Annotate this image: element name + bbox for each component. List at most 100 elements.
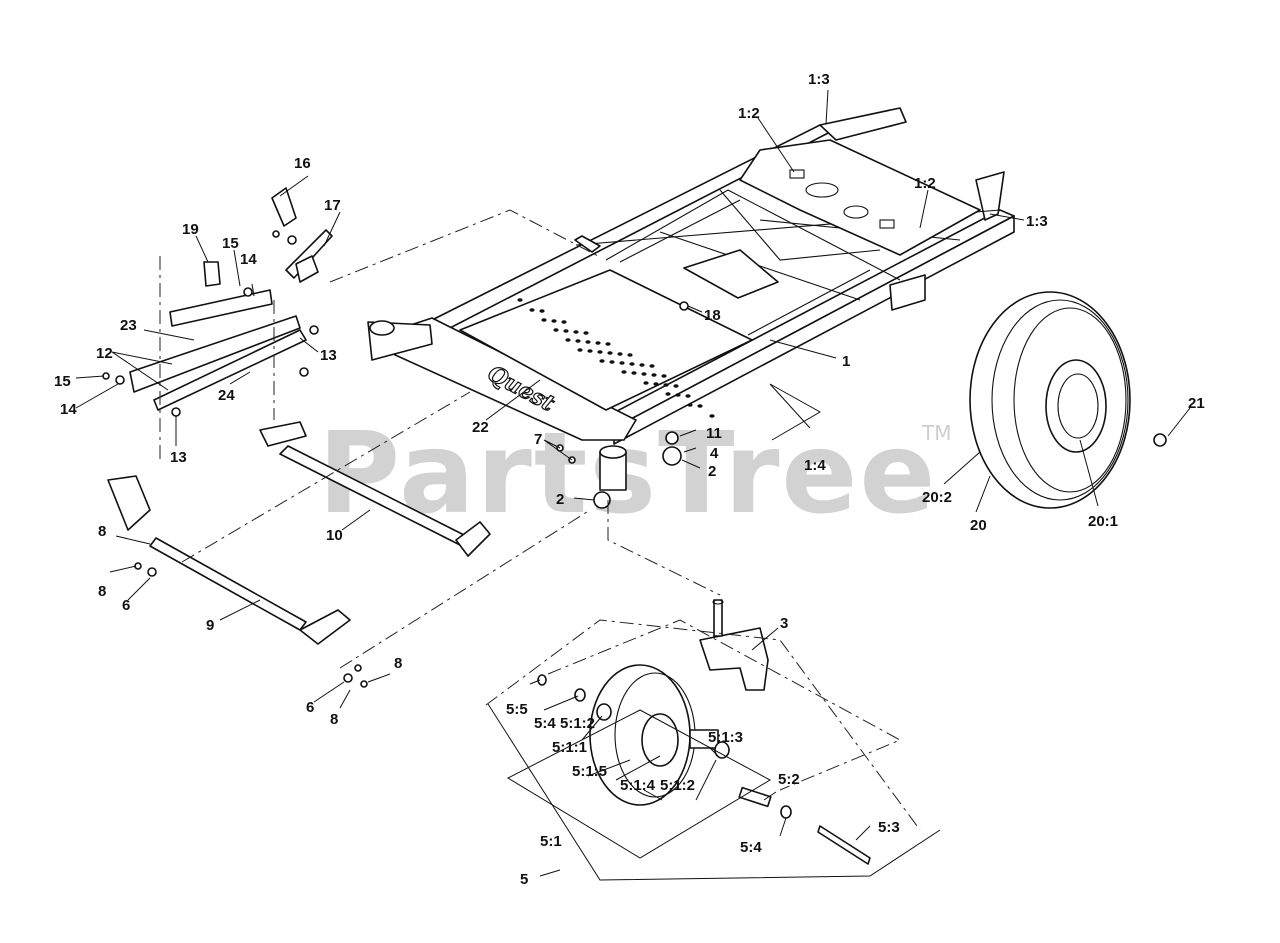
floor-pan-hole — [621, 370, 627, 374]
floor-pan-hole — [551, 319, 557, 323]
floor-pan-hole — [575, 339, 581, 343]
floor-pan-hole — [685, 394, 691, 398]
floor-pan-hole — [563, 329, 569, 333]
callout-8: 8 — [98, 523, 106, 540]
callout-8: 8 — [394, 655, 402, 672]
floor-pan-hole — [639, 363, 645, 367]
floor-pan-hole — [687, 403, 693, 407]
floor-pan-hole — [673, 384, 679, 388]
rear-wheel — [969, 291, 1167, 509]
floor-pan-hole — [629, 362, 635, 366]
callout-24: 24 — [218, 387, 235, 404]
callout-1-2: 1:2 — [914, 175, 936, 192]
callout-15: 15 — [222, 235, 239, 252]
callout-1: 1 — [842, 353, 850, 370]
callout-7: 7 — [534, 431, 542, 448]
floor-pan-hole — [631, 371, 637, 375]
callout-20-2: 20:2 — [922, 489, 952, 506]
main-frame — [367, 107, 1015, 491]
callout-6: 6 — [122, 597, 130, 614]
callout-19: 19 — [182, 221, 199, 238]
floor-pan-hole — [573, 330, 579, 334]
callout-1-3: 1:3 — [1026, 213, 1048, 230]
callout-12: 12 — [96, 345, 113, 362]
floor-pan-hole — [583, 331, 589, 335]
floor-pan-hole — [599, 359, 605, 363]
callout-5-4: 5:4 — [534, 715, 556, 732]
floor-pan-hole — [539, 309, 545, 313]
callout-2: 2 — [556, 491, 564, 508]
floor-pan-hole — [675, 393, 681, 397]
callout-14: 14 — [240, 251, 257, 268]
callout-5: 5 — [520, 871, 528, 888]
caster-wheel — [537, 664, 871, 865]
floor-pan-hole — [651, 373, 657, 377]
callout-1-3: 1:3 — [808, 71, 830, 88]
callout-21: 21 — [1188, 395, 1205, 412]
callout-5-4: 5:4 — [740, 839, 762, 856]
floor-pan-hole — [609, 360, 615, 364]
callout-5-1-2: 5:1:2 — [660, 777, 695, 794]
floor-pan-hole — [661, 374, 667, 378]
floor-pan-hole — [619, 361, 625, 365]
callout-20-1: 20:1 — [1088, 513, 1118, 530]
callout-3: 3 — [780, 615, 788, 632]
callout-5-1-4: 5:1:4 — [620, 777, 656, 794]
floor-pan-hole — [587, 349, 593, 353]
callout-23: 23 — [120, 317, 137, 334]
floor-pan-hole — [709, 414, 715, 418]
floor-pan-hole — [665, 392, 671, 396]
callout-15: 15 — [54, 373, 71, 390]
floor-pan-hole — [605, 342, 611, 346]
caster-fork — [699, 599, 769, 691]
callout-10: 10 — [326, 527, 343, 544]
floor-pan-hole — [585, 340, 591, 344]
callout-labels: 1 1:2 1:2 1:3 1:3 1:4 2 2 3 4 5 5:1 5:1:… — [54, 71, 1205, 888]
floor-pan-hole — [517, 298, 523, 302]
callout-4: 4 — [710, 445, 719, 462]
callout-9: 9 — [206, 617, 214, 634]
floor-pan-hole — [649, 364, 655, 368]
floor-pan-hole — [607, 351, 613, 355]
callout-5-1-2: 5:1:2 — [560, 715, 595, 732]
callout-5-1-1: 5:1:1 — [552, 739, 587, 756]
floor-pan-hole — [597, 350, 603, 354]
floor-pan-hole — [541, 318, 547, 322]
callout-13: 13 — [170, 449, 187, 466]
callout-2: 2 — [708, 463, 716, 480]
floor-pan-hole — [627, 353, 633, 357]
floor-pan-hole — [529, 308, 535, 312]
callout-8: 8 — [98, 583, 106, 600]
floor-pan-holes — [517, 298, 715, 418]
callout-16: 16 — [294, 155, 311, 172]
callout-20: 20 — [970, 517, 987, 534]
callout-17: 17 — [324, 197, 341, 214]
callout-5-1-3: 5:1:3 — [708, 729, 743, 746]
callout-8: 8 — [330, 711, 338, 728]
floor-pan-hole — [553, 328, 559, 332]
floor-pan-hole — [641, 372, 647, 376]
floor-pan-hole — [595, 341, 601, 345]
callout-18: 18 — [704, 307, 721, 324]
leader-lines — [75, 89, 1191, 881]
callout-22: 22 — [472, 419, 489, 436]
callout-6: 6 — [306, 699, 314, 716]
callout-1-2: 1:2 — [738, 105, 760, 122]
linkage-assembly — [102, 187, 689, 688]
callout-5-1-5: 5:1:5 — [572, 763, 607, 780]
callout-11: 11 — [706, 425, 722, 442]
floor-pan-hole — [565, 338, 571, 342]
floor-pan-hole — [653, 382, 659, 386]
callout-5-2: 5:2 — [778, 771, 800, 788]
callout-14: 14 — [60, 401, 77, 418]
floor-pan-hole — [617, 352, 623, 356]
callout-5-3: 5:3 — [878, 819, 900, 836]
floor-pan-hole — [561, 320, 567, 324]
callout-5-5: 5:5 — [506, 701, 528, 718]
floor-pan-hole — [577, 348, 583, 352]
phantom-lines — [159, 209, 921, 831]
floor-pan-hole — [697, 404, 703, 408]
floor-pan-hole — [663, 383, 669, 387]
callout-5-1: 5:1 — [540, 833, 562, 850]
